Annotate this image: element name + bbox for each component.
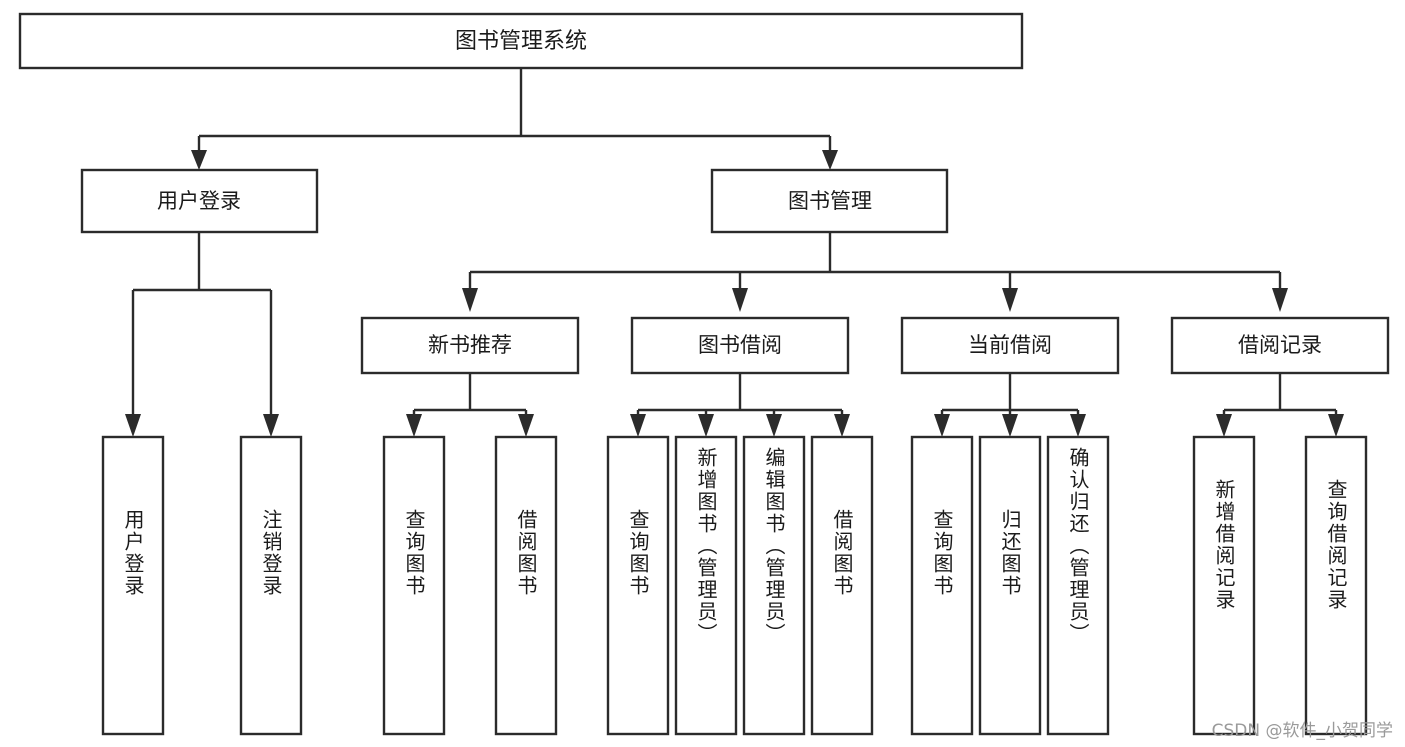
arrow-head-leaf-new-book-0 <box>406 414 422 437</box>
leaf-box-book-borrow-0[interactable] <box>606 435 670 736</box>
arrow-head-leaf-user-login-1 <box>263 414 279 437</box>
leaf-box-borrow-record-0[interactable] <box>1192 435 1256 736</box>
node-book-borrow-box[interactable] <box>630 316 850 375</box>
node-borrow-record-box[interactable] <box>1170 316 1390 375</box>
leaf-box-current-borrow-2[interactable] <box>1046 435 1110 736</box>
leaf-box-new-book-0[interactable] <box>382 435 446 736</box>
arrow-head-user-login <box>191 150 207 170</box>
arrow-head-leaf-book-borrow-3 <box>834 414 850 437</box>
node-borrow-record[interactable]: 借阅记录 <box>1170 316 1390 375</box>
leaf-box-new-book-1[interactable] <box>494 435 558 736</box>
arrow-head-book-borrow <box>732 288 748 312</box>
leaf-box-user-login-1[interactable] <box>239 435 303 736</box>
arrow-head-leaf-new-book-1 <box>518 414 534 437</box>
arrow-head-leaf-borrow-record-1 <box>1328 414 1344 437</box>
arrow-head-book-manage <box>822 150 838 170</box>
leaf-box-book-borrow-3[interactable] <box>810 435 874 736</box>
arrow-head-leaf-book-borrow-0 <box>630 414 646 437</box>
connector-group <box>125 68 1344 437</box>
leaf-box-book-borrow-2[interactable] <box>742 435 806 736</box>
node-current-borrow-box[interactable] <box>900 316 1120 375</box>
node-user-login[interactable]: 用户登录 <box>80 168 319 234</box>
node-root-box[interactable] <box>18 12 1024 70</box>
arrow-head-leaf-current-borrow-0 <box>934 414 950 437</box>
leaf-box-current-borrow-0[interactable] <box>910 435 974 736</box>
arrow-head-leaf-current-borrow-2 <box>1070 414 1086 437</box>
arrow-head-leaf-current-borrow-1 <box>1002 414 1018 437</box>
arrow-head-leaf-borrow-record-0 <box>1216 414 1232 437</box>
leaf-box-user-login-0[interactable] <box>101 435 165 736</box>
node-user-login-label: 用户登录 <box>157 189 241 213</box>
node-user-login-box[interactable] <box>80 168 319 234</box>
node-root-system[interactable]: 图书管理系统 <box>18 12 1024 70</box>
node-book-manage-label: 图书管理 <box>788 189 872 213</box>
node-current-borrow[interactable]: 当前借阅 <box>900 316 1120 375</box>
arrow-head-borrow-record <box>1272 288 1288 312</box>
arrow-head-leaf-book-borrow-2 <box>766 414 782 437</box>
node-borrow-record-label: 借阅记录 <box>1238 333 1322 357</box>
leaf-box-current-borrow-1[interactable] <box>978 435 1042 736</box>
node-new-book-recommend-box[interactable] <box>360 316 580 375</box>
leaf-box-borrow-record-1[interactable] <box>1304 435 1368 736</box>
node-current-borrow-label: 当前借阅 <box>968 333 1052 357</box>
node-new-book-recommend-label: 新书推荐 <box>428 333 512 357</box>
node-book-manage-box[interactable] <box>710 168 949 234</box>
leaf-box-book-borrow-1[interactable] <box>674 435 738 736</box>
arrow-head-new-book <box>462 288 478 312</box>
arrow-head-current-borrow <box>1002 288 1018 312</box>
node-new-book-recommend[interactable]: 新书推荐 <box>360 316 580 375</box>
arrow-head-leaf-user-login-0 <box>125 414 141 437</box>
node-book-manage[interactable]: 图书管理 <box>710 168 949 234</box>
node-book-borrow-label: 图书借阅 <box>698 333 782 357</box>
leaf-box-group <box>101 435 1368 736</box>
arrow-head-leaf-book-borrow-1 <box>698 414 714 437</box>
node-book-borrow[interactable]: 图书借阅 <box>630 316 850 375</box>
node-root-label: 图书管理系统 <box>455 29 587 54</box>
